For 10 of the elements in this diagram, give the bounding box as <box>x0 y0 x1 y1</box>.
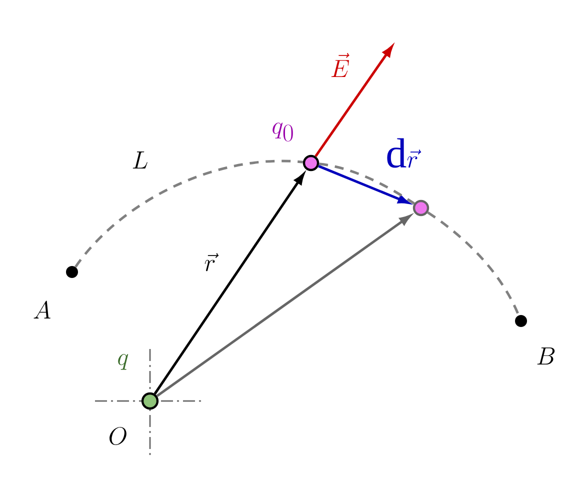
edge-label: $\vec{E}$ <box>329 52 351 78</box>
edge-label: $L$ <box>130 150 150 170</box>
dashed-path <box>427 211 520 316</box>
point <box>412 200 430 216</box>
edge-label: $\mathrm{d}\vec{r}$ <box>384 137 422 169</box>
point-label: $A$ <box>34 300 50 318</box>
point-label: $q_0$ <box>272 122 293 142</box>
point-label: $O$ <box>110 426 126 446</box>
point-label: $q$ <box>118 354 128 370</box>
point-label: $B$ <box>537 348 555 364</box>
